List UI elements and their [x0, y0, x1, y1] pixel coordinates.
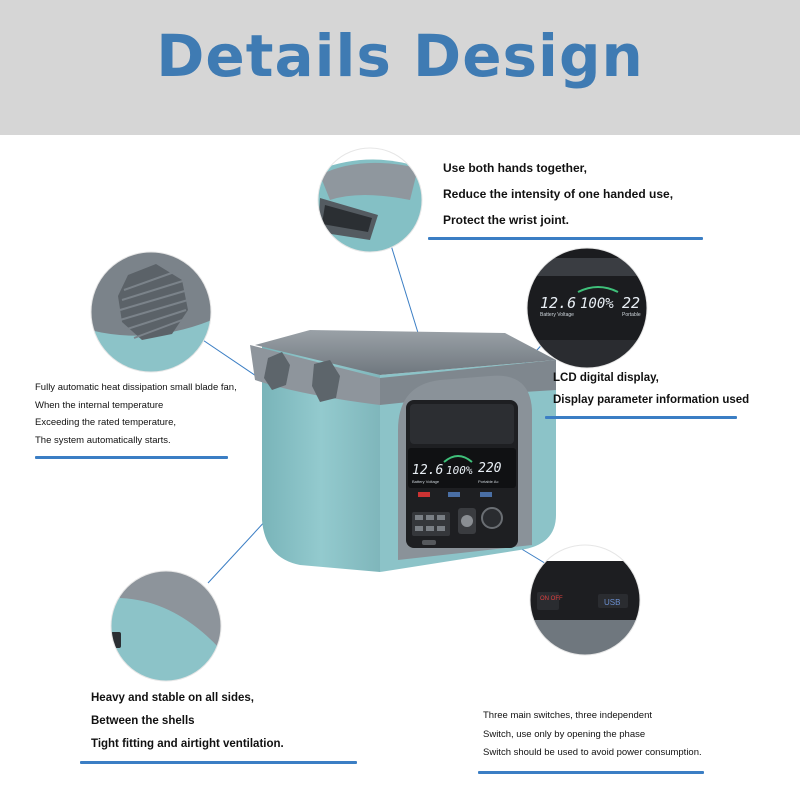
handle-zoom [318, 148, 422, 252]
lcd-callout: LCD digital display, Display parameter i… [553, 367, 749, 411]
callout-line: Switch should be used to avoid power con… [483, 747, 702, 758]
callout-line: Protect the wrist joint. [443, 213, 570, 227]
zoom-lcd-output-label: Portable [622, 312, 641, 318]
callout-line: Between the shells [91, 715, 195, 727]
fan-zoom [91, 252, 211, 372]
lcd-output: 220 [478, 461, 502, 476]
callout-line: Exceeding the rated temperature, [35, 417, 177, 428]
power-station: 12.6 100% 220 Battery Voltage Portable A… [250, 330, 556, 572]
lcd-underline [545, 416, 737, 419]
shell-callout: Heavy and stable on all sides, Between t… [91, 687, 284, 756]
callout-line: Three main switches, three independent [483, 710, 652, 721]
callout-line: When the internal temperature [35, 399, 164, 411]
lcd-voltage-label: Battery Voltage [412, 479, 440, 484]
handle-callout: Use both hands together, Reduce the inte… [443, 155, 673, 233]
callout-line: Use both hands together, [443, 161, 588, 175]
callout-line: LCD digital display, [553, 372, 659, 384]
zoom-lcd-output: 22 [622, 294, 640, 312]
callout-line: Reduce the intensity of one handed use, [443, 187, 674, 201]
shell-underline [80, 761, 357, 764]
usb-switch-label: USB [604, 598, 620, 607]
lcd-output-label: Portable Ac [478, 479, 498, 484]
callout-line: Switch, use only by opening the phase [483, 728, 646, 740]
callout-line: Heavy and stable on all sides, [91, 692, 254, 704]
zoom-lcd-percent: 100% [580, 296, 614, 312]
switch-zoom: ON OFF USB [530, 545, 640, 655]
lcd-voltage: 12.6 [412, 463, 443, 478]
lcd-zoom: 12.6 100% 22 Battery Voltage Portable [527, 248, 647, 368]
switch-callout: Three main switches, three independent S… [483, 707, 702, 763]
switch-underline [478, 771, 704, 774]
callout-line: Display parameter information used [553, 394, 750, 406]
zoom-lcd-voltage-label: Battery Voltage [540, 312, 574, 318]
zoom-lcd-voltage: 12.6 [540, 294, 576, 312]
page-title: Details Design [156, 22, 644, 90]
fan-callout: Fully automatic heat dissipation small b… [35, 379, 237, 449]
on-off-switch-label: ON OFF [540, 596, 563, 602]
fan-underline [35, 456, 228, 459]
callout-line: The system automatically starts. [35, 434, 171, 446]
lcd-percent: 100% [446, 464, 473, 477]
handle-underline [428, 237, 703, 240]
callout-line: Fully automatic heat dissipation small b… [35, 382, 237, 393]
shell-zoom [111, 571, 221, 681]
header-banner [0, 0, 800, 135]
callout-line: Tight fitting and airtight ventilation. [91, 738, 284, 750]
